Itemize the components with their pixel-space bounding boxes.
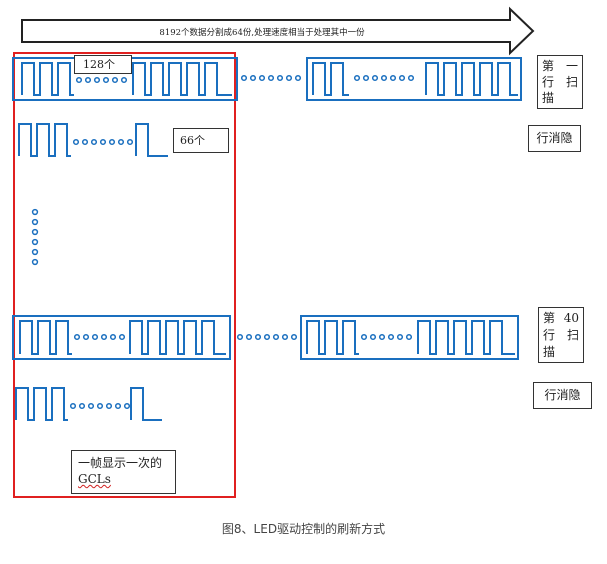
row1-pulse-train-right bbox=[312, 62, 518, 96]
last-row-ellipsis bbox=[69, 402, 131, 410]
processing-arrow bbox=[21, 6, 535, 56]
row40-ellipsis-inner bbox=[73, 333, 126, 341]
row1-scan-char-5: 描 bbox=[542, 91, 555, 105]
row1-ellipsis-inner bbox=[75, 76, 128, 84]
row40-waveform-box-right bbox=[300, 315, 519, 360]
row40-pulse-train-right bbox=[306, 320, 515, 355]
row40-blanking-text: 行消隐 bbox=[544, 388, 581, 402]
row1-pulse-train-left bbox=[21, 62, 232, 96]
row40-scan-char-3: 行 bbox=[543, 328, 556, 342]
frame-gcl-line1: 一帧显示一次的 bbox=[78, 456, 163, 470]
frame-boundary bbox=[13, 52, 236, 498]
row1-scan-char-3: 行 bbox=[542, 75, 555, 89]
arrow-label: 8192个数据分割成64份,处理速度相当于处理其中一份 bbox=[159, 27, 365, 38]
count-66-text: 66个 bbox=[180, 134, 205, 147]
row40-ellipsis-between bbox=[236, 333, 298, 341]
count-128-text: 128个 bbox=[83, 58, 115, 71]
row2-pulse-train bbox=[18, 123, 168, 157]
count-128-label: 128个 bbox=[74, 55, 132, 74]
row1-ellipsis-right bbox=[353, 74, 415, 82]
row40-waveform-box-left bbox=[12, 315, 231, 360]
row1-blanking-label: 行消隐 bbox=[528, 125, 581, 152]
row1-blanking-text: 行消隐 bbox=[536, 131, 573, 145]
row40-scan-char-2: 40 bbox=[563, 311, 579, 325]
row1-scan-char-1: 第 bbox=[542, 59, 555, 73]
figure-caption: 图8、LED驱动控制的刷新方式 bbox=[221, 522, 386, 536]
row40-ellipsis-right bbox=[360, 333, 413, 341]
row1-scan-char-4: 扫 bbox=[565, 75, 578, 89]
row1-ellipsis-between bbox=[240, 74, 302, 82]
row2-ellipsis bbox=[72, 138, 134, 146]
row1-waveform-box-right bbox=[306, 57, 522, 101]
row40-scan-char-1: 第 bbox=[543, 311, 556, 325]
count-66-label: 66个 bbox=[173, 128, 229, 153]
row40-pulse-train-left bbox=[19, 320, 226, 355]
frame-gcl-label: 一帧显示一次的 GCLs bbox=[71, 450, 176, 494]
vertical-ellipsis bbox=[31, 208, 39, 266]
last-row-pulse-train bbox=[15, 387, 162, 421]
row40-scan-char-5: 描 bbox=[543, 345, 556, 359]
row1-scan-label: 第 一 行 扫 描 bbox=[537, 55, 583, 109]
row40-scan-label: 第 40 行 扫 描 bbox=[538, 307, 584, 363]
row40-blanking-label: 行消隐 bbox=[533, 382, 592, 409]
row40-scan-char-4: 扫 bbox=[566, 328, 579, 342]
frame-gcl-line2: GCLs bbox=[78, 472, 111, 486]
row1-scan-char-2: 一 bbox=[565, 59, 578, 73]
